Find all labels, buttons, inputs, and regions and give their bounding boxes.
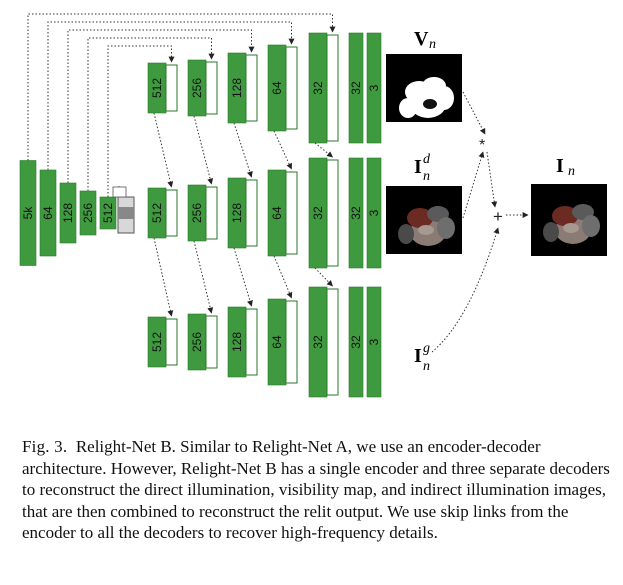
decoder-direct-block-2-label: 128 — [230, 203, 244, 223]
decoder-indirect-block-4-label: 32 — [311, 335, 325, 349]
label-relit: I n — [556, 155, 575, 179]
skip-links — [27, 13, 336, 197]
decoder-direct-block-5-label: 32 — [349, 206, 363, 220]
decoder-indirect-block-5-label: 32 — [349, 335, 363, 349]
decoder-direct-block-3-label: 64 — [270, 206, 284, 220]
caption-label: Fig. 3. — [22, 437, 68, 456]
decoder-visibility-block-1-label: 256 — [190, 78, 204, 98]
encoder-block-128: 128 — [59, 182, 77, 244]
svg-text:V: V — [414, 28, 429, 50]
decoder-indirect-block-4: 32 — [308, 286, 339, 398]
decoder-visibility-block-6: 3 — [366, 32, 382, 144]
bottleneck — [112, 186, 135, 234]
label-indirect: I g n — [414, 341, 430, 374]
label-visibility: V n — [414, 28, 436, 52]
label-direct: I d n — [414, 152, 431, 184]
decoder-indirect-block-2: 128 — [227, 306, 258, 378]
encoder-block-256-label: 256 — [81, 203, 95, 223]
decoder-visibility-block-4: 32 — [308, 32, 339, 144]
svg-text:n: n — [423, 359, 430, 374]
decoder-direct-block-4-label: 32 — [311, 206, 325, 220]
decoder-direct-block-3: 64 — [267, 169, 298, 257]
decoder-visibility-block-3: 64 — [267, 44, 298, 132]
encoder-block-64: 64 — [39, 169, 57, 257]
decoder-indirect-block-2-label: 128 — [230, 332, 244, 352]
decoder-indirect-block-3-label: 64 — [270, 335, 284, 349]
decoder-visibility-block-1: 256 — [187, 59, 218, 117]
relit-output-image — [531, 184, 607, 256]
svg-text:n: n — [568, 164, 575, 179]
decoder-indirect-block-1: 256 — [187, 313, 218, 371]
decoder-visibility-block-0-label: 512 — [150, 78, 164, 98]
decoder-visibility-block-4-label: 32 — [311, 81, 325, 95]
direct-illumination-image — [386, 186, 462, 254]
decoder-direct-block-0: 512 — [147, 187, 178, 239]
combination-paths — [431, 91, 529, 353]
encoder-block-256: 256 — [79, 190, 97, 236]
svg-text:n: n — [423, 169, 430, 184]
decoder-direct-block-4: 32 — [308, 157, 339, 269]
svg-text:I: I — [414, 345, 422, 367]
svg-text:d: d — [423, 152, 431, 167]
decoder-direct-block-2: 128 — [227, 177, 258, 249]
decoder-visibility-block-3-label: 64 — [270, 81, 284, 95]
network-blocks: 5k 64 128 256 512 512 256 128 64 32 32 3 512 256 128 64… — [19, 32, 382, 398]
decoder-indirect-block-3: 64 — [267, 298, 298, 386]
decoder-visibility-block-5: 32 — [348, 32, 364, 144]
svg-text:g: g — [423, 341, 430, 356]
decoder-direct-block-0-label: 512 — [150, 203, 164, 223]
visibility-map-image — [386, 54, 462, 122]
encoder-block-5k-label: 5k — [21, 206, 35, 220]
decoder-direct-block-1-label: 256 — [190, 203, 204, 223]
decoder-visibility-block-2-label: 128 — [230, 78, 244, 98]
decoder-indirect-block-6: 3 — [366, 286, 382, 398]
decoder-visibility-block-2: 128 — [227, 52, 258, 124]
add-operator: + — [493, 207, 503, 226]
encoder-block-512: 512 — [99, 196, 117, 230]
decoder-direct-block-6: 3 — [366, 157, 382, 269]
svg-text:n: n — [429, 37, 436, 52]
decoder-indirect-block-6-label: 3 — [367, 338, 381, 345]
decoder-indirect-block-0-label: 512 — [150, 332, 164, 352]
decoder-direct-block-1: 256 — [187, 184, 218, 242]
decoder-direct-block-5: 32 — [348, 157, 364, 269]
decoder-indirect-block-0: 512 — [147, 316, 178, 368]
caption-text: Relight-Net B. Similar to Relight-Net A,… — [22, 437, 610, 542]
figure-caption: Fig. 3. Relight-Net B. Similar to Religh… — [22, 436, 612, 544]
decoder-indirect-block-5: 32 — [348, 286, 364, 398]
decoder-visibility-block-6-label: 3 — [367, 84, 381, 91]
decoder-links — [153, 112, 333, 317]
decoder-visibility-block-0: 512 — [147, 62, 178, 114]
output-images — [386, 54, 607, 256]
encoder-block-512-label: 512 — [101, 203, 115, 223]
svg-text:I: I — [556, 155, 564, 177]
decoder-indirect-block-1-label: 256 — [190, 332, 204, 352]
multiply-operator: * — [479, 137, 485, 154]
svg-text:I: I — [414, 156, 422, 178]
encoder-block-128-label: 128 — [61, 203, 75, 223]
decoder-visibility-block-5-label: 32 — [349, 81, 363, 95]
encoder-block-64-label: 64 — [41, 206, 55, 220]
decoder-direct-block-6-label: 3 — [367, 209, 381, 216]
relight-net-b-diagram: 5k 64 128 256 512 512 256 128 64 32 32 3 512 256 128 64… — [19, 13, 607, 398]
encoder-block-5k: 5k — [19, 160, 37, 266]
